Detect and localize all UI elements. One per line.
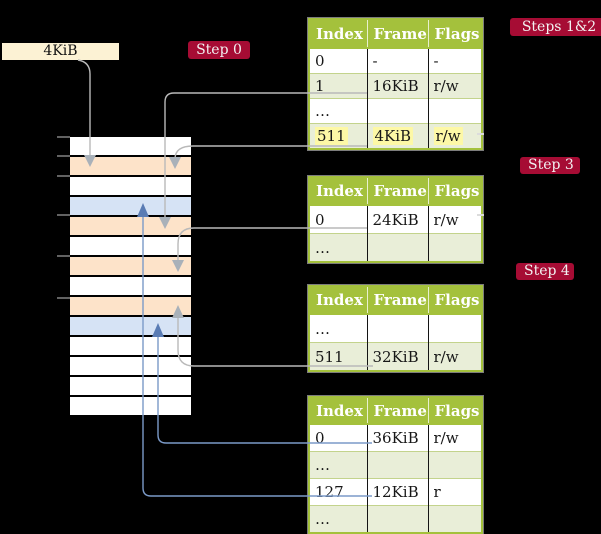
col-header-flags: Flags [427, 397, 482, 425]
table-header-row: Index Frame Flags [309, 19, 482, 49]
badge-step-3: Step 3 [520, 157, 580, 174]
frame-size-box: 4KiB [2, 43, 119, 60]
memory-row-free [70, 397, 191, 415]
table-row: 0 36KiB r/w [309, 424, 482, 452]
memory-row-mapped [70, 197, 191, 215]
memory-row-pagetable [70, 297, 191, 315]
col-header-frame: Frame [366, 286, 428, 315]
table-row: 127 12KiB r [309, 478, 482, 506]
table-row: 511 32KiB r/w [309, 342, 482, 371]
table-row-highlighted: 511 4KiB r/w [309, 123, 482, 149]
col-header-frame: Frame [366, 397, 428, 425]
page-table-steps-1-2: Index Frame Flags 0 - - 1 16KiB r/w … 51… [308, 18, 483, 150]
memory-row-free [70, 377, 191, 395]
memory-row-free [70, 237, 191, 255]
col-header-flags: Flags [427, 19, 482, 49]
col-header-flags: Flags [427, 177, 482, 206]
table-row: … [309, 98, 482, 124]
col-header-flags: Flags [427, 286, 482, 315]
memory-row-mapped [70, 317, 191, 335]
col-header-index: Index [309, 177, 367, 206]
badge-step-4: Step 4 [516, 263, 574, 280]
memory-stack [70, 137, 191, 417]
memory-row-pagetable [70, 257, 191, 275]
col-header-index: Index [309, 19, 367, 49]
highlighted-value: r/w [433, 127, 463, 145]
table-header-row: Index Frame Flags [309, 177, 482, 206]
memory-row-free [70, 357, 191, 375]
table-row: 0 - - [309, 48, 482, 74]
table-header-row: Index Frame Flags [309, 397, 482, 425]
page-table-step-4: Index Frame Flags … 511 32KiB r/w [308, 285, 483, 372]
highlighted-value: 4KiB [372, 127, 414, 145]
table-row: … [309, 451, 482, 479]
table-row: … [309, 314, 482, 343]
table-row: … [309, 505, 482, 533]
memory-row-free [70, 337, 191, 355]
table-row: 1 16KiB r/w [309, 73, 482, 99]
page-table-level-1: Index Frame Flags 0 36KiB r/w … 127 12Ki… [308, 396, 483, 534]
memory-row-pagetable [70, 157, 191, 175]
table-header-row: Index Frame Flags [309, 286, 482, 315]
page-table-step-3: Index Frame Flags 0 24KiB r/w … [308, 176, 483, 263]
highlighted-value: 511 [315, 127, 348, 145]
memory-row-free [70, 137, 191, 155]
memory-tick-marks [57, 136, 70, 299]
memory-row-free [70, 177, 191, 195]
memory-row-pagetable [70, 217, 191, 235]
col-header-index: Index [309, 286, 367, 315]
col-header-frame: Frame [366, 177, 428, 206]
table-row: 0 24KiB r/w [309, 205, 482, 234]
col-header-frame: Frame [366, 19, 428, 49]
col-header-index: Index [309, 397, 367, 425]
memory-row-free [70, 277, 191, 295]
badge-steps-1-2: Steps 1&2 [510, 18, 601, 36]
badge-step-0: Step 0 [188, 41, 250, 59]
table-row: … [309, 233, 482, 262]
